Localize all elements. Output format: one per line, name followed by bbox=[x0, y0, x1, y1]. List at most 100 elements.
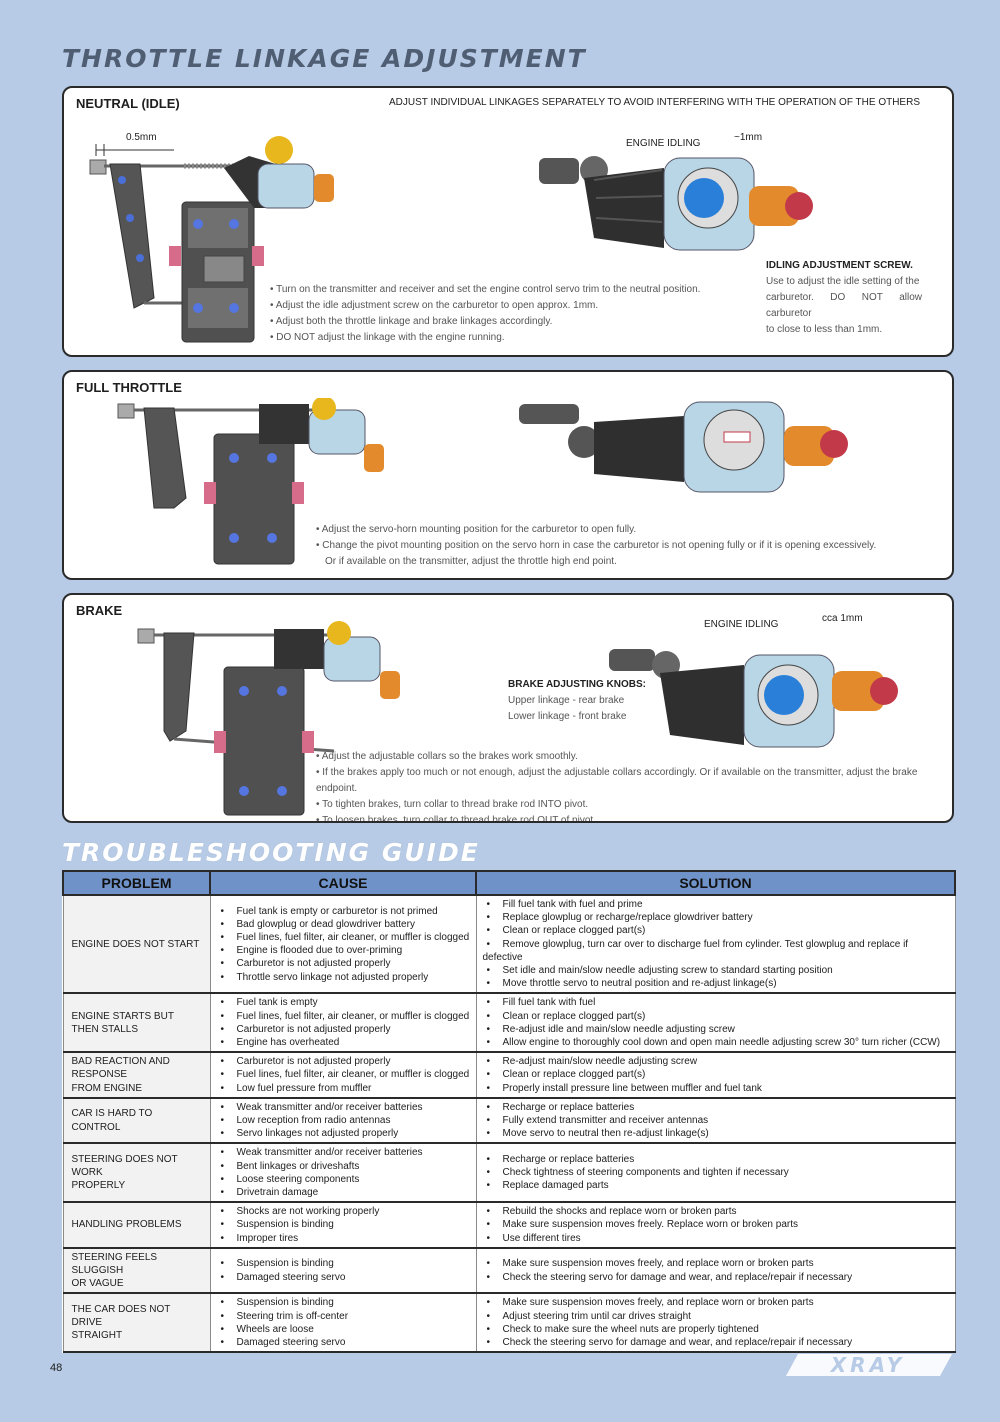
solution-cell: Re-adjust main/slow needle adjusting scr… bbox=[475, 1051, 956, 1099]
list-item: Use different tires bbox=[483, 1232, 949, 1245]
list-item: Engine is flooded due to over-priming bbox=[217, 944, 470, 957]
cause-cell: Weak transmitter and/or receiver batteri… bbox=[209, 1142, 477, 1204]
full-throttle-instructions: Adjust the servo-horn mounting position … bbox=[316, 522, 877, 554]
gap-label: 0.5mm bbox=[126, 132, 157, 143]
list-item: Drivetrain damage bbox=[217, 1186, 470, 1199]
carburetor-illustration bbox=[609, 649, 898, 748]
list-item: If the brakes apply too much or not enou… bbox=[316, 765, 952, 797]
engine-idling-label: ENGINE IDLING bbox=[626, 138, 701, 149]
header-problem: PROBLEM bbox=[62, 870, 211, 896]
problem-text: OR VAGUE bbox=[71, 1278, 124, 1290]
list-item: Replace damaged parts bbox=[483, 1179, 949, 1192]
cause-cell: Fuel tank is empty or carburetor is not … bbox=[209, 894, 477, 995]
list-item: Weak transmitter and/or receiver batteri… bbox=[217, 1101, 470, 1114]
solution-cell: Fill fuel tank with fuelClean or replace… bbox=[475, 992, 956, 1054]
list-item: Re-adjust main/slow needle adjusting scr… bbox=[483, 1055, 949, 1068]
list-item: Fuel tank is empty or carburetor is not … bbox=[217, 905, 470, 918]
brake-instructions: Adjust the adjustable collars so the bra… bbox=[316, 749, 952, 821]
problem-text: PROPERLY bbox=[71, 1180, 126, 1192]
text-line: carburetor. DO NOT allow carburetor bbox=[766, 292, 922, 319]
carburetor-illustration bbox=[519, 401, 848, 493]
list-item: Fuel lines, fuel filter, air cleaner, or… bbox=[217, 1010, 470, 1023]
list-item: To loosen brakes, turn collar to thread … bbox=[316, 813, 952, 821]
list-item: Adjust steering trim until car drives st… bbox=[483, 1310, 949, 1323]
list-item: Fill fuel tank with fuel bbox=[483, 996, 949, 1009]
list-item: Throttle servo linkage not adjusted prop… bbox=[217, 971, 470, 984]
panel-title: BRAKE bbox=[76, 603, 123, 618]
list-item: Steering trim is off-center bbox=[217, 1310, 470, 1323]
panel-title: NEUTRAL (IDLE) bbox=[76, 96, 180, 111]
list-item: Carburetor is not adjusted properly bbox=[217, 1055, 470, 1068]
panel-brake: BRAKE ENGINE IDLING cca 1mm BRAKE ADJUST… bbox=[62, 593, 954, 823]
list-item: Fuel lines, fuel filter, air cleaner, or… bbox=[217, 1068, 470, 1081]
brake-knobs-lower: Lower linkage - front brake bbox=[508, 711, 627, 722]
list-item: Loose steering components bbox=[217, 1173, 470, 1186]
linkage-note: ADJUST INDIVIDUAL LINKAGES SEPARATELY TO… bbox=[388, 97, 920, 108]
cause-cell: Fuel tank is emptyFuel lines, fuel filte… bbox=[209, 992, 477, 1054]
list-item: Check to make sure the wheel nuts are pr… bbox=[483, 1323, 949, 1336]
list-item: Recharge or replace batteries bbox=[483, 1101, 949, 1114]
problem-text: CAR IS HARD TO CONTROL bbox=[71, 1108, 153, 1133]
problem-text: STEERING FEELS SLUGGISH bbox=[71, 1251, 158, 1277]
xray-logo: XRAY bbox=[786, 1353, 952, 1377]
list-item: Clean or replace clogged part(s) bbox=[483, 924, 949, 937]
list-item: Recharge or replace batteries bbox=[483, 1153, 949, 1166]
cause-cell: Shocks are not working properlySuspensio… bbox=[209, 1201, 477, 1249]
list-item: Change the pivot mounting position on th… bbox=[316, 538, 876, 554]
list-item: Damaged steering servo bbox=[217, 1336, 470, 1349]
list-item: Make sure suspension moves freely. Repla… bbox=[483, 1218, 949, 1231]
solution-cell: Rebuild the shocks and replace worn or b… bbox=[475, 1201, 956, 1249]
solution-cell: Recharge or replace batteriesCheck tight… bbox=[475, 1142, 956, 1204]
cause-cell: Suspension is bindingSteering trim is of… bbox=[209, 1292, 477, 1354]
list-item: Allow engine to thoroughly cool down and… bbox=[483, 1036, 949, 1049]
logo-text: XRAY bbox=[829, 1353, 906, 1377]
idle-gap-label: cca 1mm bbox=[822, 613, 863, 624]
panel-title: FULL THROTTLE bbox=[76, 380, 182, 395]
problem-cell: CAR IS HARD TO CONTROL bbox=[62, 1097, 211, 1145]
problem-text: ENGINE DOES NOT START bbox=[71, 938, 200, 950]
section-title-throttle: THROTTLE LINKAGE ADJUSTMENT bbox=[62, 44, 587, 73]
list-item: Low fuel pressure from muffler bbox=[217, 1082, 470, 1095]
engine-idling-label: ENGINE IDLING bbox=[704, 619, 779, 630]
idle-gap-label: ~1mm bbox=[734, 132, 763, 143]
panel-neutral: NEUTRAL (IDLE) ADJUST INDIVIDUAL LINKAGE… bbox=[62, 86, 954, 357]
list-item: Properly install pressure line between m… bbox=[483, 1082, 949, 1095]
list-item: Set idle and main/slow needle adjusting … bbox=[483, 964, 949, 977]
text-line: to close to less than 1mm. bbox=[766, 324, 883, 335]
cause-cell: Carburetor is not adjusted properlyFuel … bbox=[209, 1051, 477, 1099]
table-row: CAR IS HARD TO CONTROL Weak transmitter a… bbox=[62, 1097, 956, 1145]
list-item: To tighten brakes, turn collar to thread… bbox=[316, 797, 952, 813]
problem-text: THEN STALLS bbox=[71, 1023, 139, 1035]
list-item: Bad glowplug or dead glowdriver battery bbox=[217, 918, 470, 931]
carburetor-illustration bbox=[539, 156, 813, 251]
header-solution: SOLUTION bbox=[475, 870, 956, 896]
problem-text: HANDLING PROBLEMS bbox=[71, 1219, 182, 1231]
list-item: Carburetor is not adjusted properly bbox=[217, 957, 470, 970]
page-number: 48 bbox=[50, 1362, 63, 1374]
problem-text: BAD REACTION AND RESPONSE bbox=[71, 1056, 170, 1081]
table-row: THE CAR DOES NOT DRIVESTRAIGHTSuspension… bbox=[62, 1292, 956, 1354]
problem-text: STRAIGHT bbox=[71, 1330, 123, 1342]
list-item: Adjust both the throttle linkage and bra… bbox=[270, 314, 700, 330]
list-item: Turn on the transmitter and receiver and… bbox=[270, 282, 700, 298]
list-item: DO NOT adjust the linkage with the engin… bbox=[270, 330, 700, 346]
list-item: Adjust the idle adjustment screw on the … bbox=[270, 298, 700, 314]
linkage-illustration bbox=[117, 398, 384, 565]
problem-cell: ENGINE DOES NOT START bbox=[62, 894, 211, 995]
problem-text: ENGINE STARTS BUT bbox=[71, 1010, 174, 1022]
brake-knobs-label: BRAKE ADJUSTING KNOBS: bbox=[508, 679, 646, 690]
list-item: Check tightness of steering components a… bbox=[483, 1166, 949, 1179]
list-item: Move throttle servo to neutral position … bbox=[483, 977, 949, 990]
list-item: Adjust the servo-horn mounting position … bbox=[316, 522, 876, 538]
solution-cell: Recharge or replace batteriesFully exten… bbox=[475, 1097, 956, 1145]
table-row: HANDLING PROBLEMS Shocks are not working … bbox=[62, 1201, 956, 1249]
neutral-instructions: Turn on the transmitter and receiver and… bbox=[270, 282, 701, 346]
cause-cell: Weak transmitter and/or receiver batteri… bbox=[209, 1097, 477, 1145]
list-item: Fuel tank is empty bbox=[217, 996, 470, 1009]
list-item: Make sure suspension moves freely, and r… bbox=[483, 1296, 949, 1309]
problem-cell: HANDLING PROBLEMS bbox=[62, 1201, 211, 1249]
list-item: Clean or replace clogged part(s) bbox=[483, 1010, 949, 1023]
